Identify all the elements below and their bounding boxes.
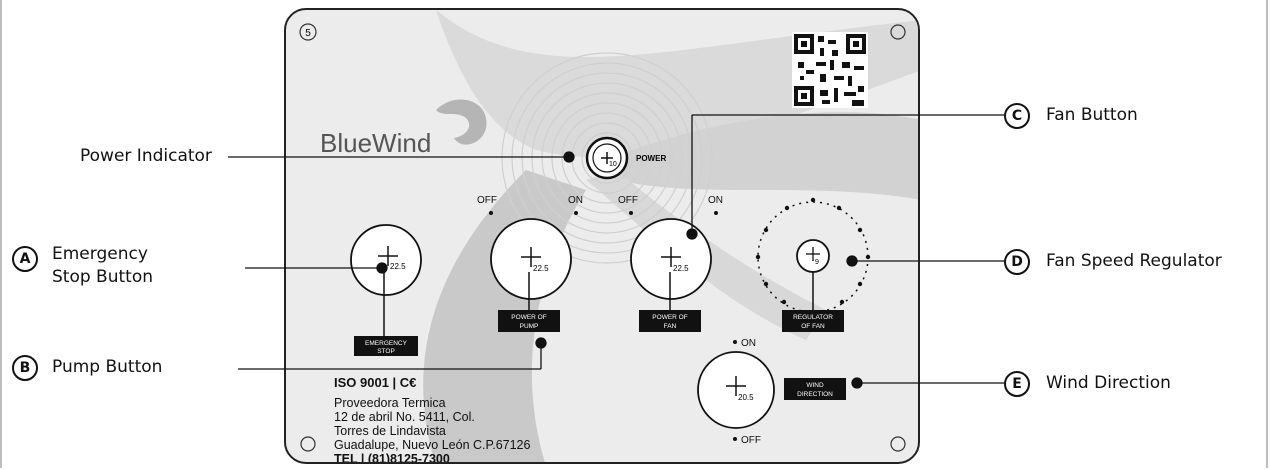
svg-text:POWER OF: POWER OF [652,314,687,321]
svg-text:OF FAN: OF FAN [801,323,825,330]
svg-text:POWER OF: POWER OF [511,314,546,321]
iso-certification: ISO 9001 | C€ [334,375,417,390]
callout-letter-e: E [1004,371,1030,397]
pump-off-label: OFF [477,195,497,206]
svg-text:REGULATOR: REGULATOR [793,314,833,321]
screw-hole-icon [890,24,906,40]
svg-text:DIRECTION: DIRECTION [797,391,833,398]
callout-letter-a: A [12,246,38,272]
pump-button[interactable]: 22.5 POWER OF PUMP [490,218,572,332]
power-label: POWER [636,154,666,163]
fan-speed-regulator[interactable]: 9 REGULATOR OF FAN [755,197,871,332]
fan-off-label: OFF [618,195,638,206]
svg-text:WIND: WIND [806,382,824,389]
svg-text:EMERGENCY: EMERGENCY [365,340,408,347]
qr-code-icon [792,32,868,108]
pump-button-callout: Pump Button [52,357,163,377]
wind-direction-switch[interactable]: 20.5 WIND DIRECTION [697,351,846,429]
svg-text:PUMP: PUMP [520,323,539,330]
fan-button-callout: Fan Button [1046,105,1138,125]
svg-text:10: 10 [609,161,617,168]
power-indicator-callout: Power Indicator [80,146,212,166]
callout-letter-b: B [12,355,38,381]
fan-on-label: ON [708,195,723,206]
svg-text:22.5: 22.5 [390,262,406,271]
pump-on-label: ON [568,195,583,206]
wind-direction-callout: Wind Direction [1046,373,1171,393]
panel-artwork: 5 BlueWind 10 POWER OFF ON OFF [299,10,918,462]
fan-speed-regulator-callout: Fan Speed Regulator [1046,251,1222,271]
phone-number: TEL | (81)8125-7300 [334,452,450,464]
emergency-stop-button[interactable]: 22.5 EMERGENCY STOP [350,224,422,356]
address-line: 12 de abril No. 5411, Col. [334,410,475,424]
wind-on-label: ON [741,338,756,349]
panel-number: 5 [305,28,311,39]
svg-text:FAN: FAN [664,323,677,330]
svg-text:22.5: 22.5 [673,264,689,273]
address-line: Proveedora Termica [334,396,446,410]
swoosh-shape [606,112,918,200]
concentric-rings [501,52,713,264]
emergency-stop-callout-line2: Stop Button [52,267,153,287]
address-line: Guadalupe, Nuevo León C.P.67126 [334,438,531,452]
brand-name: BlueWind [320,128,431,158]
wind-off-label: OFF [741,435,761,446]
svg-text:20.5: 20.5 [738,393,754,402]
svg-text:9: 9 [815,259,819,266]
address-line: Torres de Lindavista [334,424,446,438]
panel-number-badge [299,23,317,41]
bluewind-logo-icon [436,99,487,145]
screw-hole-icon [890,436,906,452]
screw-hole-icon [300,436,316,452]
control-panel: 5 BlueWind 10 POWER OFF ON OFF [284,8,920,464]
emergency-stop-callout-line1: Emergency [52,244,148,264]
svg-text:STOP: STOP [377,348,395,355]
svg-text:22.5: 22.5 [533,264,549,273]
callout-letter-c: C [1004,103,1030,129]
callout-letter-d: D [1004,249,1030,275]
